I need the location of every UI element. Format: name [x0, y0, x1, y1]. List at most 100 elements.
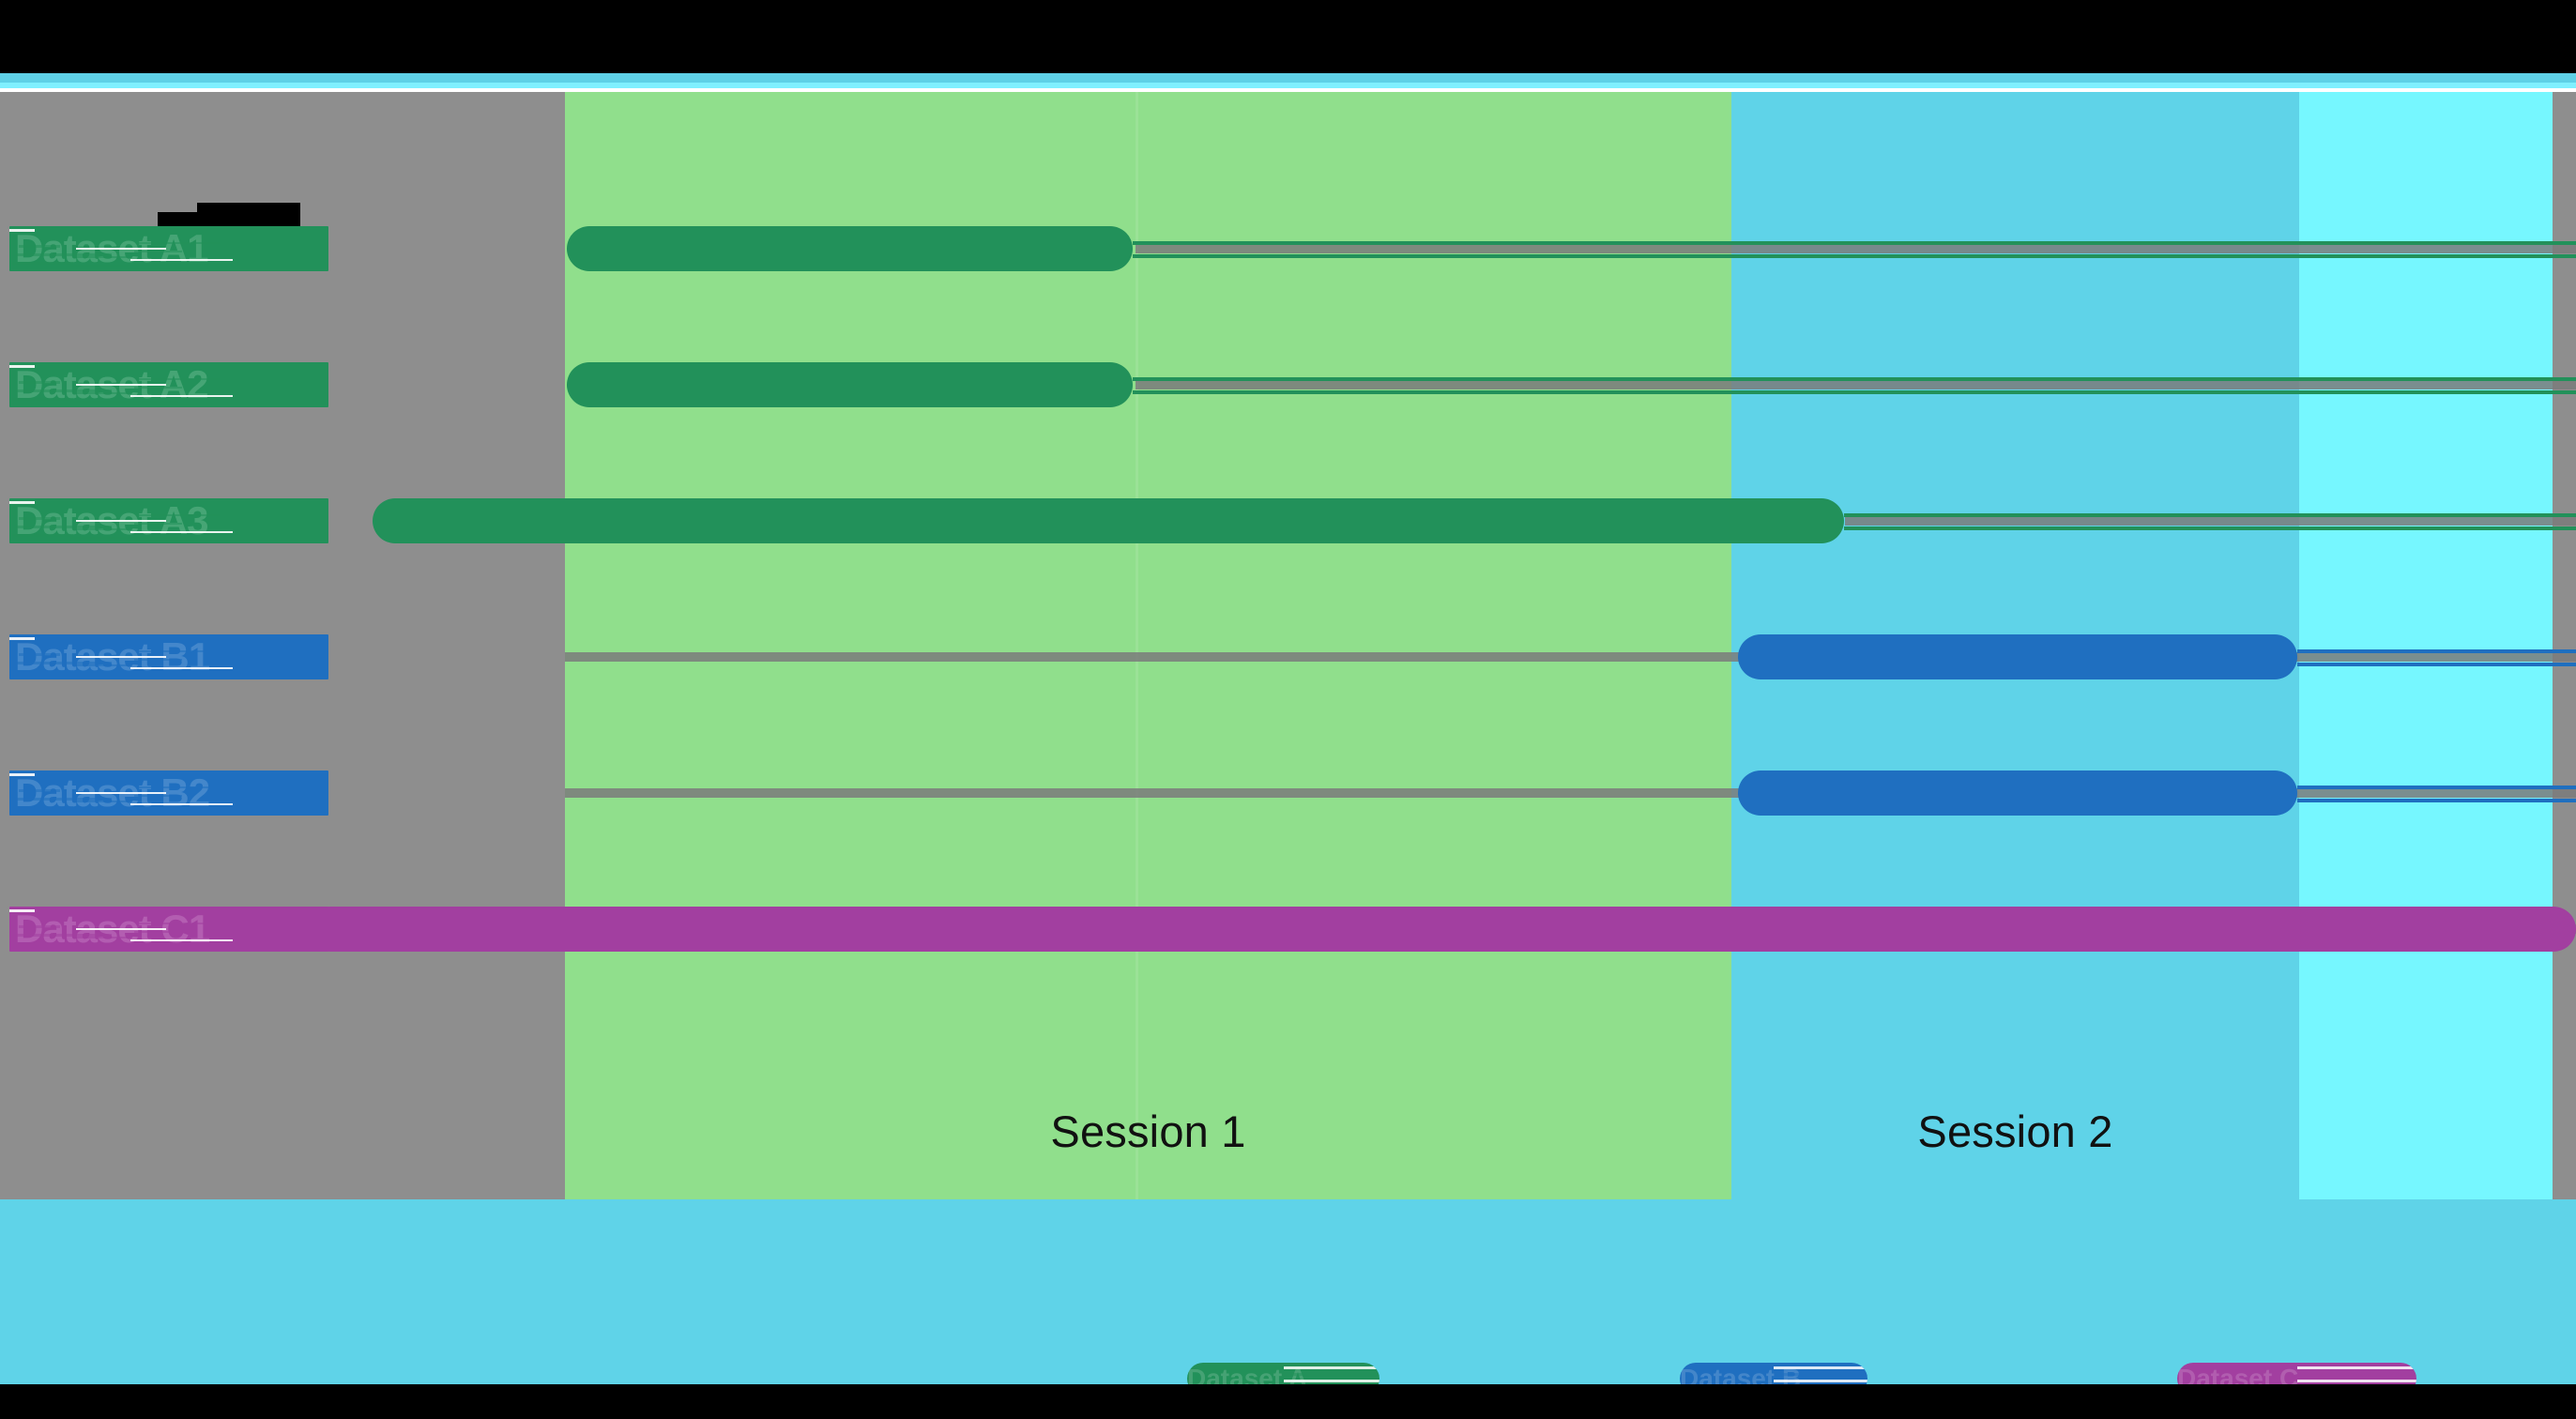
- bar-bleed-line: [1133, 377, 2576, 381]
- redaction-scanline: [133, 795, 182, 797]
- redaction-scanline: [1283, 1373, 1379, 1376]
- row-label-redacted[interactable]: Dataset A1: [9, 226, 328, 271]
- redaction-scanline: [137, 242, 221, 244]
- redaction-scanline: [133, 931, 182, 933]
- redaction-scanline: [9, 773, 36, 776]
- session-band-1: [565, 92, 1731, 1199]
- redaction-scanline: [73, 528, 128, 530]
- redaction-scanline: [1283, 1380, 1379, 1382]
- gantt-bar[interactable]: [1738, 634, 2297, 679]
- redaction-scanline: [15, 662, 112, 664]
- row-label-redacted[interactable]: Dataset A3: [9, 498, 328, 543]
- redaction-scanline: [137, 514, 221, 516]
- row-label-redacted[interactable]: Dataset C1: [9, 907, 328, 952]
- redaction-scanline: [73, 801, 128, 802]
- bottom-panel: [0, 1199, 2576, 1384]
- top-hairline: [0, 88, 2576, 92]
- row-gridline: [1136, 380, 2576, 389]
- redaction-scanline: [76, 248, 166, 250]
- bar-bleed-line: [1133, 241, 2576, 245]
- redaction-scanline: [127, 540, 195, 542]
- redaction-scanline: [133, 523, 182, 525]
- redaction-scanline: [15, 253, 112, 256]
- redaction-scanline: [15, 526, 112, 528]
- timeline-row[interactable]: Dataset A3: [0, 491, 2576, 547]
- row-gridline: [1845, 516, 2576, 526]
- top-accent-strip-light: [0, 83, 2576, 88]
- chart-plot-area: Dataset A1 Dataset A2 Dataset A3 Dataset B1…: [0, 92, 2576, 1199]
- row-label-redacted[interactable]: Dataset A2: [9, 362, 328, 407]
- redaction-scanline: [69, 401, 179, 403]
- row-gridline: [1136, 244, 2576, 253]
- timeline-row[interactable]: Dataset C1: [0, 899, 2576, 955]
- redaction-scanline: [73, 256, 128, 258]
- redaction-scanline: [69, 265, 179, 267]
- redaction-scanline: [9, 229, 36, 232]
- redaction-scanline: [76, 384, 166, 386]
- redaction-scanline: [12, 942, 73, 945]
- redaction-scanline: [69, 673, 179, 675]
- redaction-scanline: [1774, 1366, 1867, 1369]
- redaction-scanline: [69, 945, 179, 947]
- redaction-scanline: [137, 378, 221, 380]
- band-seam: [1136, 92, 1138, 1199]
- timeline-row[interactable]: Dataset B2: [0, 763, 2576, 819]
- row-gridline: [565, 652, 2576, 662]
- redaction-scanline: [76, 928, 166, 930]
- session-band-3: [2299, 92, 2553, 1199]
- gantt-bar[interactable]: [1738, 771, 2297, 816]
- timeline-row[interactable]: Dataset A1: [0, 219, 2576, 275]
- redaction-scanline: [130, 939, 233, 941]
- redaction-scanline: [133, 387, 182, 389]
- timeline-row[interactable]: Dataset B1: [0, 627, 2576, 683]
- redaction-scanline: [19, 653, 61, 656]
- redaction-scanline: [12, 262, 73, 265]
- redaction-scanline: [9, 365, 36, 368]
- row-label-redacted[interactable]: Dataset B1: [9, 634, 328, 679]
- redaction-scanline: [2296, 1373, 2416, 1376]
- redaction-scanline: [130, 803, 233, 805]
- bar-bleed-line: [2297, 786, 2576, 789]
- timeline-row[interactable]: Dataset A2: [0, 355, 2576, 411]
- redaction-scanline: [9, 909, 36, 912]
- redaction-scanline: [12, 534, 73, 537]
- redaction-scanline: [73, 664, 128, 666]
- bar-bleed-line: [2297, 649, 2576, 653]
- redaction-scanline: [1283, 1366, 1379, 1369]
- redaction-scanline: [1774, 1373, 1867, 1376]
- session-label-2: Session 2: [1917, 1106, 2113, 1156]
- redaction-scanline: [19, 789, 61, 792]
- gantt-bar[interactable]: [308, 907, 2576, 952]
- redaction-scanline: [127, 948, 195, 950]
- redaction-scanline: [69, 537, 179, 539]
- redaction-scanline: [19, 925, 61, 928]
- redaction-scanline: [127, 676, 195, 678]
- redaction-scanline: [76, 792, 166, 794]
- gantt-bar[interactable]: [567, 362, 1133, 407]
- redaction-scanline: [127, 812, 195, 814]
- top-accent-strip: [0, 73, 2576, 83]
- gantt-bar[interactable]: [567, 226, 1133, 271]
- bar-bleed-line: [1844, 513, 2576, 517]
- redaction-scanline: [9, 637, 36, 640]
- redaction-scanline: [127, 267, 195, 269]
- redaction-scanline: [2296, 1380, 2416, 1382]
- redaction-scanline: [130, 667, 233, 669]
- redaction-scanline: [76, 520, 166, 522]
- redaction-scanline: [69, 809, 179, 811]
- redaction-scanline: [130, 531, 233, 533]
- redaction-scanline: [19, 517, 61, 520]
- redaction-scanline: [137, 650, 221, 652]
- redaction-scanline: [12, 398, 73, 401]
- redaction-scanline: [12, 806, 73, 809]
- bar-bleed-line: [1844, 526, 2576, 530]
- row-label-redacted[interactable]: Dataset B2: [9, 771, 328, 816]
- redaction-scanline: [137, 923, 221, 924]
- redaction-scanline: [137, 786, 221, 788]
- bar-bleed-line: [2297, 663, 2576, 666]
- redaction-scanline: [130, 259, 233, 261]
- redaction-notch: [158, 203, 197, 212]
- letterbox-top: [0, 0, 2576, 73]
- gantt-bar[interactable]: [373, 498, 1844, 543]
